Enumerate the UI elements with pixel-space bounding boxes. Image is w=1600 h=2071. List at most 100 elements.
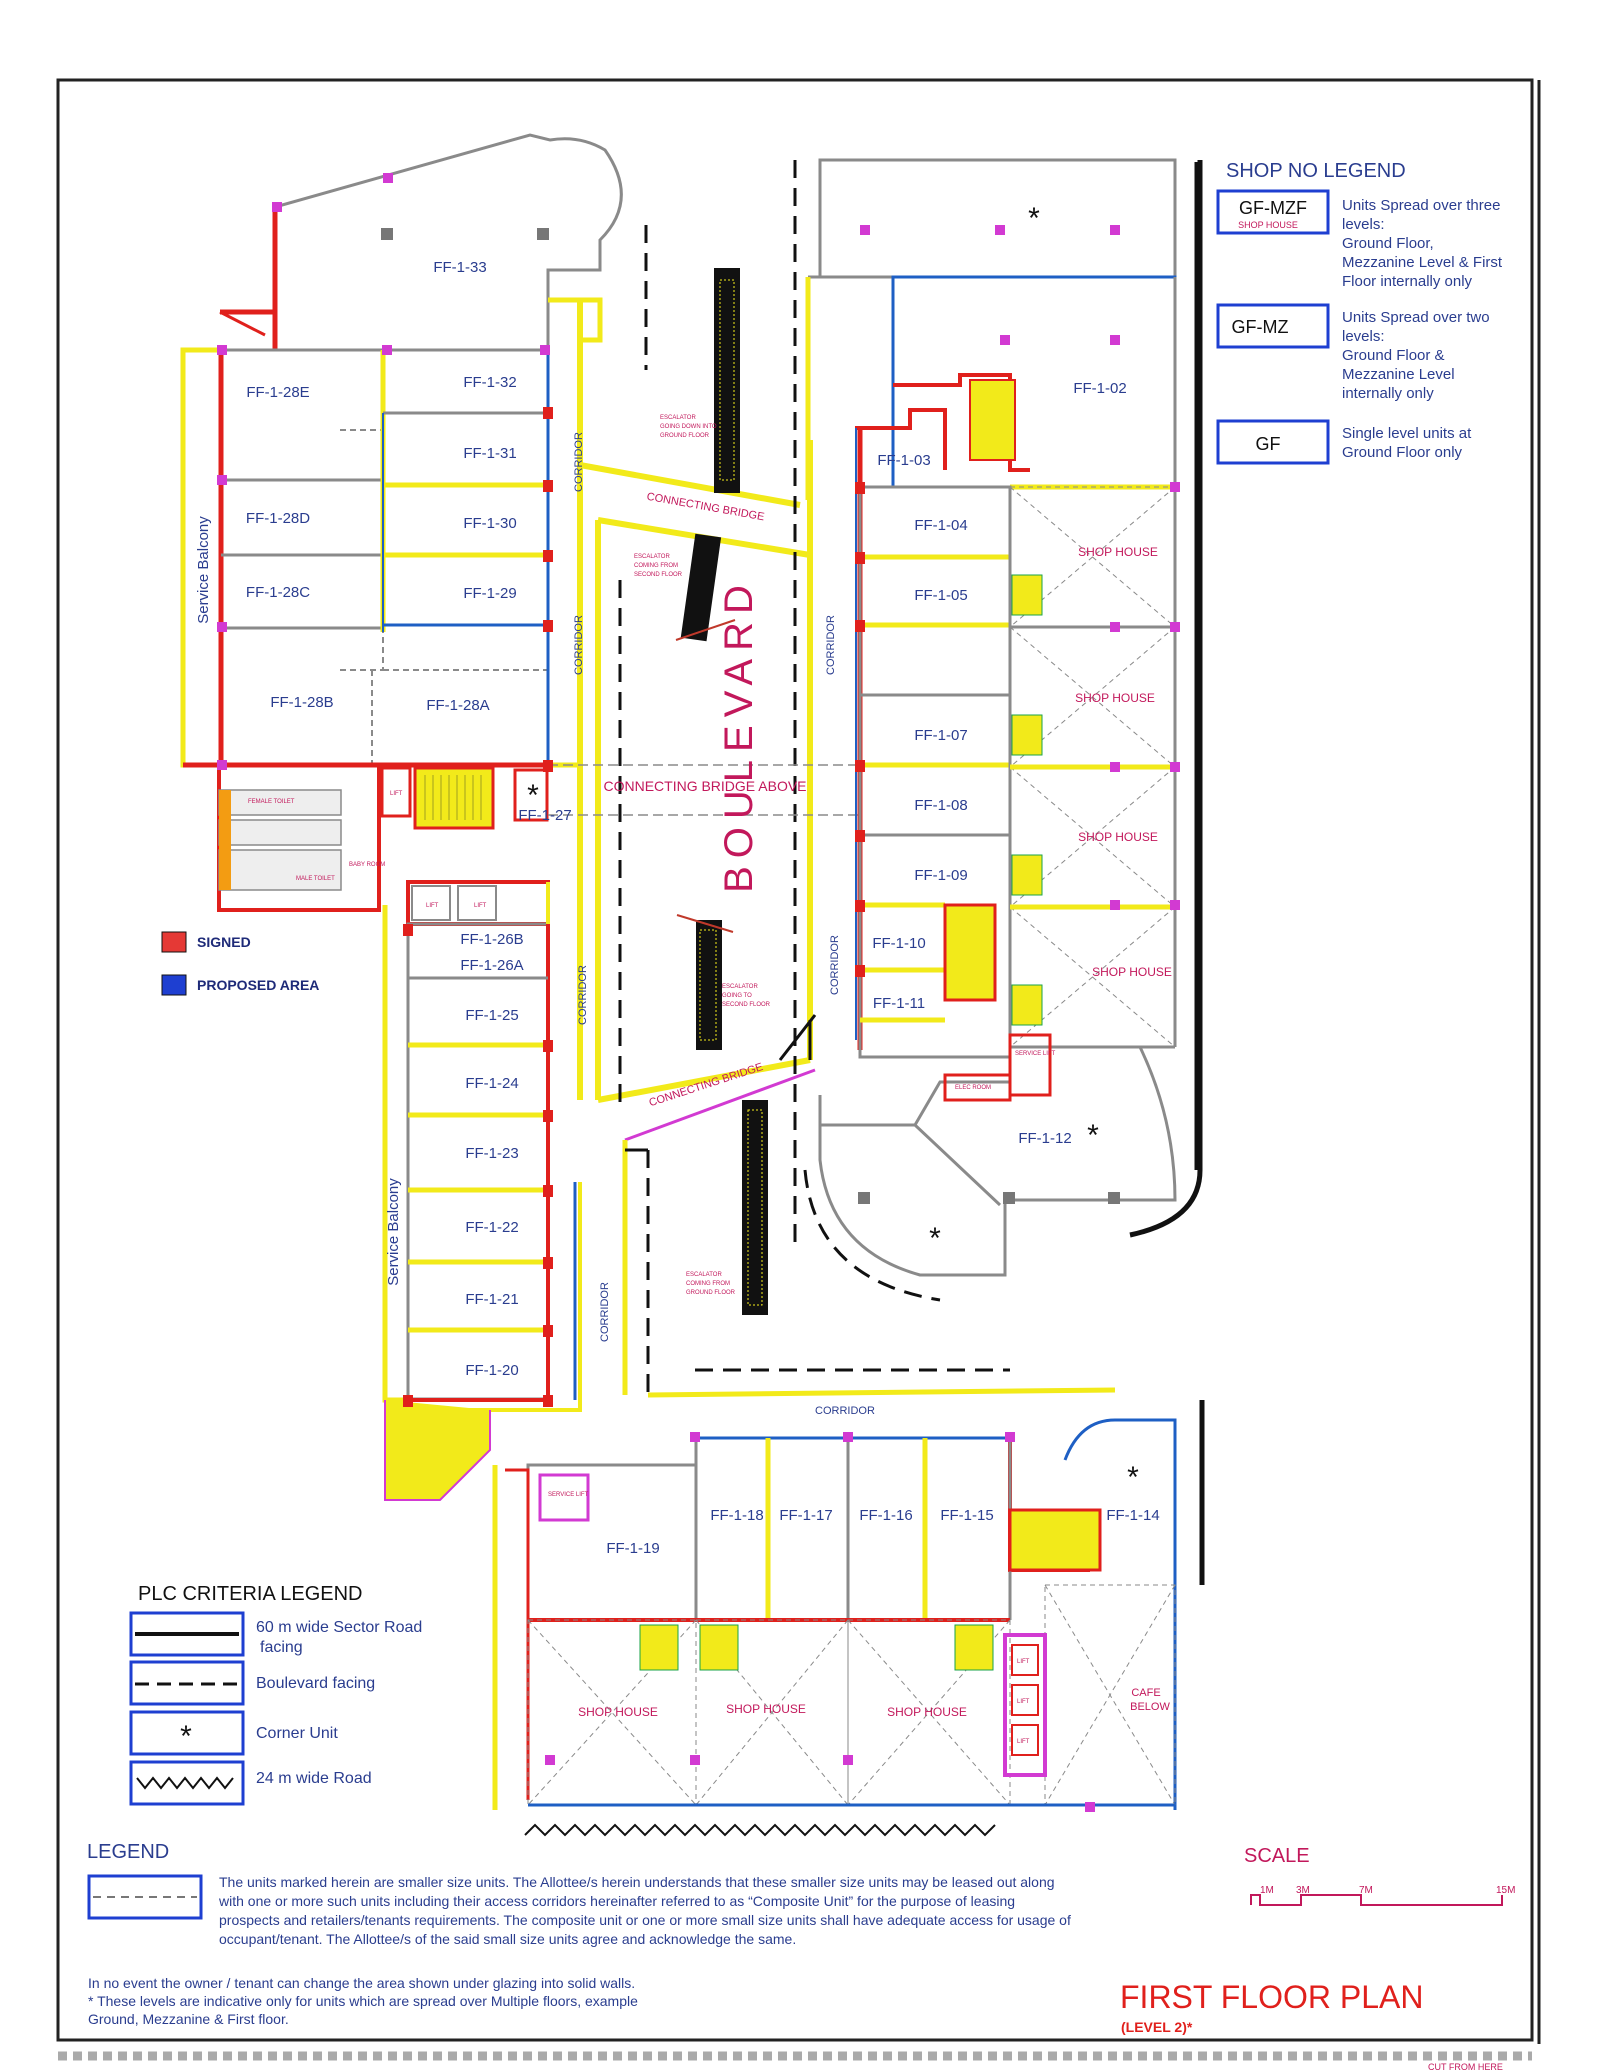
bottom-block [492,1368,1205,1837]
star-marker: * [1127,1461,1139,1494]
unit-ff-1-31: FF-1-31 [463,445,516,462]
unit-ff-1-21: FF-1-21 [465,1291,518,1308]
plc-criteria-legend: PLC CRITERIA LEGEND 60 m wide Sector Roa… [129,1583,422,1806]
escalator-notes: ESCALATOR GOING DOWN INTO GROUND FLOOR E… [248,415,1056,1745]
corner-unit-stars: * * * * * [527,202,1139,1494]
plc-box-3 [129,1710,245,1756]
unit-ff-1-23: FF-1-23 [465,1145,518,1162]
unit-ff-1-07: FF-1-07 [914,727,967,744]
status-legend: SIGNED PROPOSED AREA [161,931,319,996]
unit-ff-1-12: FF-1-12 [1018,1130,1071,1147]
structural-columns [381,228,1120,1204]
right-block [803,158,1203,1302]
unit-ff-1-28e: FF-1-28E [246,384,309,401]
corridor-label-6: CORRIDOR [829,935,841,995]
unit-ff-1-22: FF-1-22 [465,1219,518,1236]
magenta-pilasters [217,173,1180,1812]
esc-note-3a: ESCALATOR [722,984,758,990]
shop-legend-box-2 [1216,303,1330,349]
lift-label-6: LIFT [1017,1739,1030,1745]
plc-box-4 [129,1760,245,1806]
scale-tick-3m: 3M [1296,1885,1310,1896]
elec-room-label: ELEC ROOM [955,1085,991,1091]
unit-ff-1-19: FF-1-19 [606,1540,659,1557]
service-balcony-label-2: Service Balcony [385,1178,402,1286]
unit-ff-1-28d: FF-1-28D [246,510,310,527]
male-toilet-label: MALE TOILET [296,876,335,882]
esc-note-4b: COMING FROM [686,1281,730,1287]
unit-ff-1-17: FF-1-17 [779,1507,832,1524]
left-block [180,133,623,1501]
scale-tick-1m: 1M [1260,1885,1274,1896]
star-marker: * [929,1222,941,1255]
unit-ff-1-02: FF-1-02 [1073,380,1126,397]
unit-ff-1-03: FF-1-03 [877,452,930,469]
shop-legend-2-line5: internally only [1342,385,1434,402]
shop-legend-box-3 [1216,419,1330,465]
shop-legend-code-2: GF-MZ [1232,317,1289,337]
cut-note: CUT FROM HERE [1428,2062,1503,2071]
shop-legend-2-line2: levels: [1342,328,1385,345]
cafe-below-line2: BELOW [1130,1701,1170,1713]
shop-house-6: SHOP HOUSE [726,1702,806,1716]
cafe-below-line1: CAFE [1131,1687,1160,1699]
connecting-bridge-above-label: CONNECTING BRIDGE ABOVE [603,778,806,794]
drawing-frame [56,78,1534,2042]
esc-note-4c: GROUND FLOOR [686,1290,736,1296]
esc-note-3b: GOING TO [722,993,752,999]
shop-legend-2-line4: Mezzanine Level [1342,366,1455,383]
plc-item-2-line1: Boulevard facing [256,1675,375,1692]
signed-swatch [161,931,187,953]
unit-ff-1-04: FF-1-04 [914,517,967,534]
unit-ff-1-27: FF-1-27 [518,807,571,824]
plan-subtitle: (LEVEL 2)* [1121,2019,1193,2035]
legend-text-line3: prospects and retailers/tenants requirem… [219,1912,1071,1928]
signed-label: SIGNED [197,934,251,950]
shop-house-1: SHOP HOUSE [1078,545,1158,559]
female-toilet-label: FEMALE TOILET [248,799,295,805]
esc-note-1a: ESCALATOR [660,415,696,421]
scale-tick-7m: 7M [1359,1885,1373,1896]
shop-house-labels: SHOP HOUSE SHOP HOUSE SHOP HOUSE SHOP HO… [578,545,1172,1719]
plc-legend-title: PLC CRITERIA LEGEND [138,1583,363,1605]
unit-ff-1-18: FF-1-18 [710,1507,763,1524]
shop-legend-title: SHOP NO LEGEND [1226,160,1406,182]
shop-legend-1-line3: Ground Floor, [1342,235,1434,252]
service-balcony-label-1: Service Balcony [195,516,212,624]
shop-legend-code-1: GF-MZF [1239,198,1307,218]
unit-ff-1-28a: FF-1-28A [426,697,489,714]
corridor-labels: CORRIDOR CORRIDOR CORRIDOR CORRIDOR CORR… [573,432,875,1417]
legend-text-line2: with one or more such units including th… [218,1893,1015,1909]
footnotes: In no event the owner / tenant can chang… [88,1975,638,2027]
unit-ff-1-24: FF-1-24 [465,1075,518,1092]
shop-no-legend: SHOP NO LEGEND GF-MZF SHOP HOUSE Units S… [1194,160,1503,1170]
unit-ff-1-14: FF-1-14 [1106,1507,1159,1524]
shop-legend-1-line5: Floor internally only [1342,273,1473,290]
shop-legend-code-3: GF [1256,434,1281,454]
lift-label-4: LIFT [1017,1659,1030,1665]
shop-house-4: SHOP HOUSE [1092,965,1172,979]
unit-labels: FF-1-33 FF-1-32 FF-1-31 FF-1-30 FF-1-29 … [246,259,1160,1557]
legend-note: LEGEND The units marked herein are small… [87,1841,1071,1947]
lift-label-5: LIFT [1017,1699,1030,1705]
service-lift-label: SERVICE LIFT [548,1492,589,1498]
esc-note-1b: GOING DOWN INTO [660,424,717,430]
unit-ff-1-28c: FF-1-28C [246,584,310,601]
unit-ff-1-05: FF-1-05 [914,587,967,604]
plc-item-1-line2: facing [260,1639,303,1656]
shop-legend-sub-1: SHOP HOUSE [1238,220,1298,230]
esc-note-1c: GROUND FLOOR [660,433,710,439]
unit-ff-1-26b: FF-1-26B [460,931,523,948]
unit-ff-1-20: FF-1-20 [465,1362,518,1379]
plc-item-1-line1: 60 m wide Sector Road [256,1619,422,1636]
baby-room-label: BABY ROOM [349,862,385,868]
shop-house-2: SHOP HOUSE [1075,691,1155,705]
lift-label-2: LIFT [426,903,439,909]
corridor-label-2: CORRIDOR [573,615,585,675]
shop-legend-3-line2: Ground Floor only [1342,444,1463,461]
esc-note-2c: SECOND FLOOR [634,572,683,578]
plc-box-2 [129,1660,245,1706]
legend-text-line4: occupant/tenant. The Allottee/s of the s… [219,1931,796,1947]
shop-legend-1-line4: Mezzanine Level & First [1342,254,1503,271]
